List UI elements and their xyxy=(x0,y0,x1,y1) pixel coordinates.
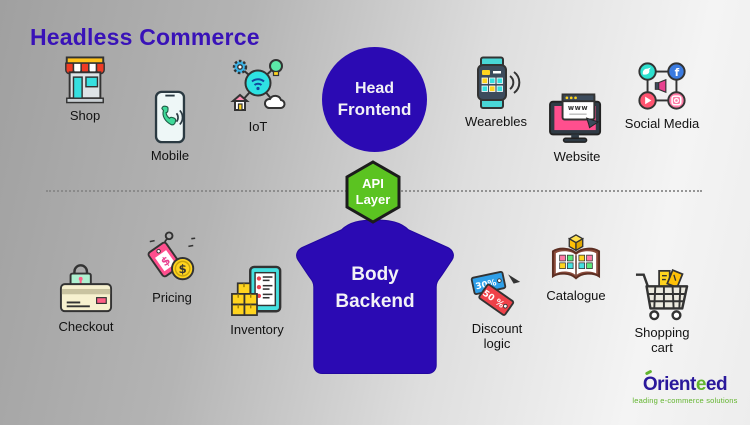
iot-icon xyxy=(230,59,286,111)
backend-item-discount-logic: 30% 50 % Discount logic xyxy=(460,267,534,352)
price-tag-coin-icon: $ $ xyxy=(147,231,196,281)
body-backend-text: Body Backend xyxy=(286,262,464,315)
item-label: Shop xyxy=(69,108,101,123)
coin-dollar-text: $ xyxy=(179,262,187,276)
head-frontend-circle: Head Frontend xyxy=(322,47,427,152)
credit-card-lock-icon xyxy=(59,264,113,313)
item-label: Wearebles xyxy=(465,114,527,129)
backend-item-inventory: Inventory xyxy=(212,264,302,337)
body-backend-shirt xyxy=(286,218,464,376)
item-label: Shopping cart xyxy=(634,325,690,356)
body-label: Body xyxy=(351,264,399,285)
api-layer-hexagon xyxy=(345,160,401,224)
social-media-icon: f xyxy=(638,62,686,110)
page-title: Headless Commerce xyxy=(30,24,260,50)
facebook-letter: f xyxy=(675,67,680,79)
backend-item-checkout: Checkout xyxy=(41,261,131,334)
frontend-item-website: www Website xyxy=(532,93,622,164)
item-label: Catalogue xyxy=(546,288,606,303)
item-label: Pricing xyxy=(152,290,192,305)
instagram-icon xyxy=(667,91,686,110)
website-url-text: www xyxy=(568,104,588,112)
logo-name: Orienteed xyxy=(642,369,728,395)
item-label: Social Media xyxy=(624,116,700,131)
item-label: Website xyxy=(553,149,601,164)
backend-label: Backend xyxy=(335,290,415,312)
layer-label: Layer xyxy=(355,192,391,207)
catalogue-book-icon xyxy=(551,234,601,280)
orienteed-logo: Orienteed leading e-commerce solutions xyxy=(631,369,739,405)
backend-item-catalogue: Catalogue xyxy=(531,234,621,303)
item-label: Checkout xyxy=(58,319,114,334)
api-layer-text: API Layer xyxy=(345,160,401,224)
frontend-label: Frontend xyxy=(337,99,412,119)
backend-item-pricing: $ $ Pricing xyxy=(127,230,217,305)
frontend-item-shop: Shop xyxy=(40,56,130,123)
smartwatch-icon xyxy=(477,56,521,109)
frontend-item-wearables: Wearebles xyxy=(451,56,541,129)
tshirt-icon xyxy=(296,219,454,375)
head-label: Head xyxy=(354,79,395,97)
item-label: Discount logic xyxy=(471,321,523,352)
shop-icon xyxy=(65,56,105,104)
item-label: Mobile xyxy=(150,148,190,163)
logo-name-end: ed xyxy=(705,374,728,395)
backend-item-shopping-cart: Shopping cart xyxy=(625,267,699,356)
logo-name-start: Orient xyxy=(642,374,696,395)
logo-name-accent: e xyxy=(695,374,707,395)
mobile-icon xyxy=(154,90,186,144)
shopping-cart-icon xyxy=(635,269,689,321)
inventory-checklist-icon xyxy=(231,265,282,316)
frontend-item-mobile: Mobile xyxy=(125,90,215,163)
facebook-icon xyxy=(667,62,686,81)
item-label: IoT xyxy=(248,119,268,134)
api-label: API xyxy=(362,176,384,192)
logo-tagline: leading e-commerce solutions xyxy=(632,396,738,405)
website-icon: www xyxy=(549,93,602,143)
frontend-item-social-media: f Social Media xyxy=(617,60,707,131)
frontend-item-iot: IoT xyxy=(213,57,303,134)
item-label: Inventory xyxy=(230,322,284,337)
discount-tags-icon: 30% 50 % xyxy=(470,270,521,316)
